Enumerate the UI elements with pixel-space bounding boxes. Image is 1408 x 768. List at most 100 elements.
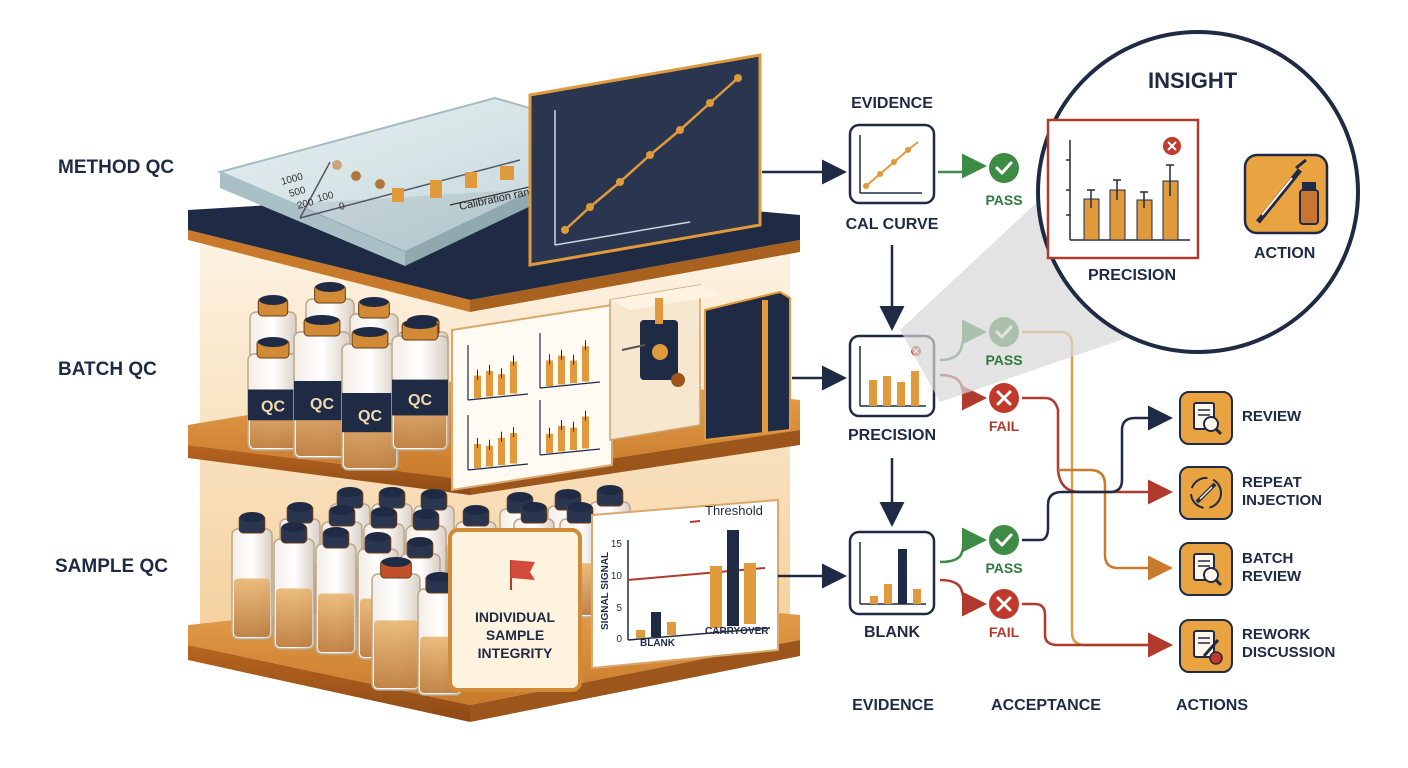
sample-vial xyxy=(273,522,315,650)
blank-chart-y-tick: 5 xyxy=(616,603,622,614)
tier-label-sample: SAMPLE QC xyxy=(55,556,168,577)
arrow-blank-pass-to-review xyxy=(1022,405,1173,542)
action-label-batch-2: REVIEW xyxy=(1242,568,1302,585)
x-circle-icon xyxy=(989,383,1019,413)
top-board-edge-right xyxy=(470,240,800,312)
blank-chart-y-tick: 0 xyxy=(616,634,622,645)
column-label-acceptance: ACCEPTANCE xyxy=(991,697,1101,714)
bottom-board-edge-right xyxy=(470,640,800,722)
action-label-rework-1: REWORK xyxy=(1242,626,1311,643)
threshold-line xyxy=(627,567,766,581)
vial-label: QC xyxy=(261,399,285,416)
mini-bar xyxy=(510,433,517,464)
node-label-cal-curve: CAL CURVE xyxy=(845,216,939,233)
sample-vial xyxy=(315,527,357,655)
batch-qc-vial: QC xyxy=(293,315,351,459)
node-label-blank: BLANK xyxy=(864,624,920,641)
sample-card-line2: SAMPLE xyxy=(486,627,544,643)
action-label-rework-2: DISCUSSION xyxy=(1242,644,1336,661)
batch-charts-card xyxy=(451,303,613,492)
mini-bar xyxy=(582,416,589,449)
check-circle-icon xyxy=(989,153,1019,183)
arrow-cal-pass xyxy=(938,153,987,179)
mini-bar xyxy=(498,437,505,465)
plate-tick-label: 100 xyxy=(316,190,335,205)
batch-qc-vial: QC xyxy=(341,327,399,471)
middle-board-edge-right xyxy=(470,430,800,495)
batch-mini-chart xyxy=(539,333,601,389)
node-label-precision: PRECISION xyxy=(847,427,937,444)
evidence-heading-top: EVIDENCE xyxy=(851,95,933,112)
top-board-edge xyxy=(188,230,470,312)
mini-bar xyxy=(486,370,493,397)
mini-bar xyxy=(546,433,553,453)
insight-panel-label: PRECISION xyxy=(1088,267,1177,284)
arrow-blank-fail xyxy=(939,578,987,617)
x-circle-icon xyxy=(989,589,1019,619)
pencil-document-icon xyxy=(1179,619,1233,673)
column-label-actions: ACTIONS xyxy=(1176,697,1248,714)
batch-mini-chart xyxy=(467,415,529,471)
mini-bar xyxy=(582,346,589,382)
insight-title: INSIGHT xyxy=(1148,68,1238,93)
mini-bar xyxy=(546,360,553,386)
document-magnifier-icon xyxy=(1179,391,1233,445)
pass-label-precision: PASS xyxy=(985,352,1023,368)
plate-tick-label: 200 xyxy=(296,197,315,212)
column-label-evidence: EVIDENCE xyxy=(852,697,934,714)
plate-tick-label: 0 xyxy=(338,201,347,213)
blank-chart-y-tick: 10 xyxy=(611,571,623,582)
arrow-precision-pass-to-rework xyxy=(1022,330,1173,658)
document-magnifier-icon xyxy=(1179,542,1233,596)
insight-action-label: ACTION xyxy=(1254,245,1316,262)
pass-label-cal: PASS xyxy=(985,192,1023,208)
blank-chart-y-tick: 15 xyxy=(611,539,623,550)
batch-qc-vials: QC QC QC QC xyxy=(247,282,449,471)
decision-icons xyxy=(989,153,1019,619)
carryover-category-label: CARRYOVER xyxy=(705,626,769,637)
evidence-node-blank xyxy=(848,530,936,616)
bottom-board-edge xyxy=(188,645,470,722)
mini-bar xyxy=(558,355,565,385)
evidence-node-cal-curve xyxy=(848,123,936,205)
lc-instrument xyxy=(609,284,791,442)
mini-bar xyxy=(570,360,577,383)
arrow-blank-fail-to-rework xyxy=(1022,602,1173,658)
action-label-repeat-2: INJECTION xyxy=(1242,492,1323,509)
action-label-batch-1: BATCH xyxy=(1242,550,1294,567)
blank-chart-x-axis xyxy=(627,627,771,641)
check-circle-icon xyxy=(989,525,1019,555)
pass-label-blank: PASS xyxy=(985,560,1023,576)
arrow-blank-pass xyxy=(939,527,987,564)
flagged-sample-vial xyxy=(371,557,421,691)
individual-sample-integrity-card: INDIVIDUAL SAMPLE INTEGRITY xyxy=(448,528,582,692)
calibration-display xyxy=(528,53,762,267)
mini-bar xyxy=(498,374,505,395)
display-x-axis xyxy=(554,221,691,246)
mini-bar xyxy=(558,425,565,452)
action-label-review: REVIEW xyxy=(1242,408,1302,425)
action-label-repeat-1: REPEAT xyxy=(1242,474,1302,491)
mini-bar xyxy=(510,361,517,394)
vial-label: QC xyxy=(408,392,432,409)
mini-bar xyxy=(474,375,481,398)
mini-bar xyxy=(570,427,577,450)
sample-card-line3: INTEGRITY xyxy=(478,645,553,661)
batch-mini-chart xyxy=(467,345,529,401)
blank-category-label: BLANK xyxy=(640,638,676,649)
vial-label: QC xyxy=(310,396,334,413)
insight-callout xyxy=(900,30,1360,402)
sample-vial xyxy=(231,512,273,640)
vial-label: QC xyxy=(358,408,382,425)
middle-board-edge xyxy=(188,445,470,495)
plate-tick-label: 500 xyxy=(288,185,307,200)
batch-qc-vial: QC xyxy=(391,319,449,451)
mini-bar xyxy=(474,444,481,468)
blank-chart-y-label: SIGNAL SIGNAL xyxy=(600,552,611,630)
batch-qc-vial: QC xyxy=(247,337,299,451)
syringe-refresh-icon xyxy=(1179,466,1233,520)
blank-carryover-chart: Threshold SIGNAL SIGNAL 15 10 5 0 BLANK CAR… xyxy=(591,498,779,670)
threshold-label: Threshold xyxy=(705,503,763,518)
fail-label-precision: FAIL xyxy=(988,418,1020,434)
tier-label-batch: BATCH QC xyxy=(58,359,157,380)
